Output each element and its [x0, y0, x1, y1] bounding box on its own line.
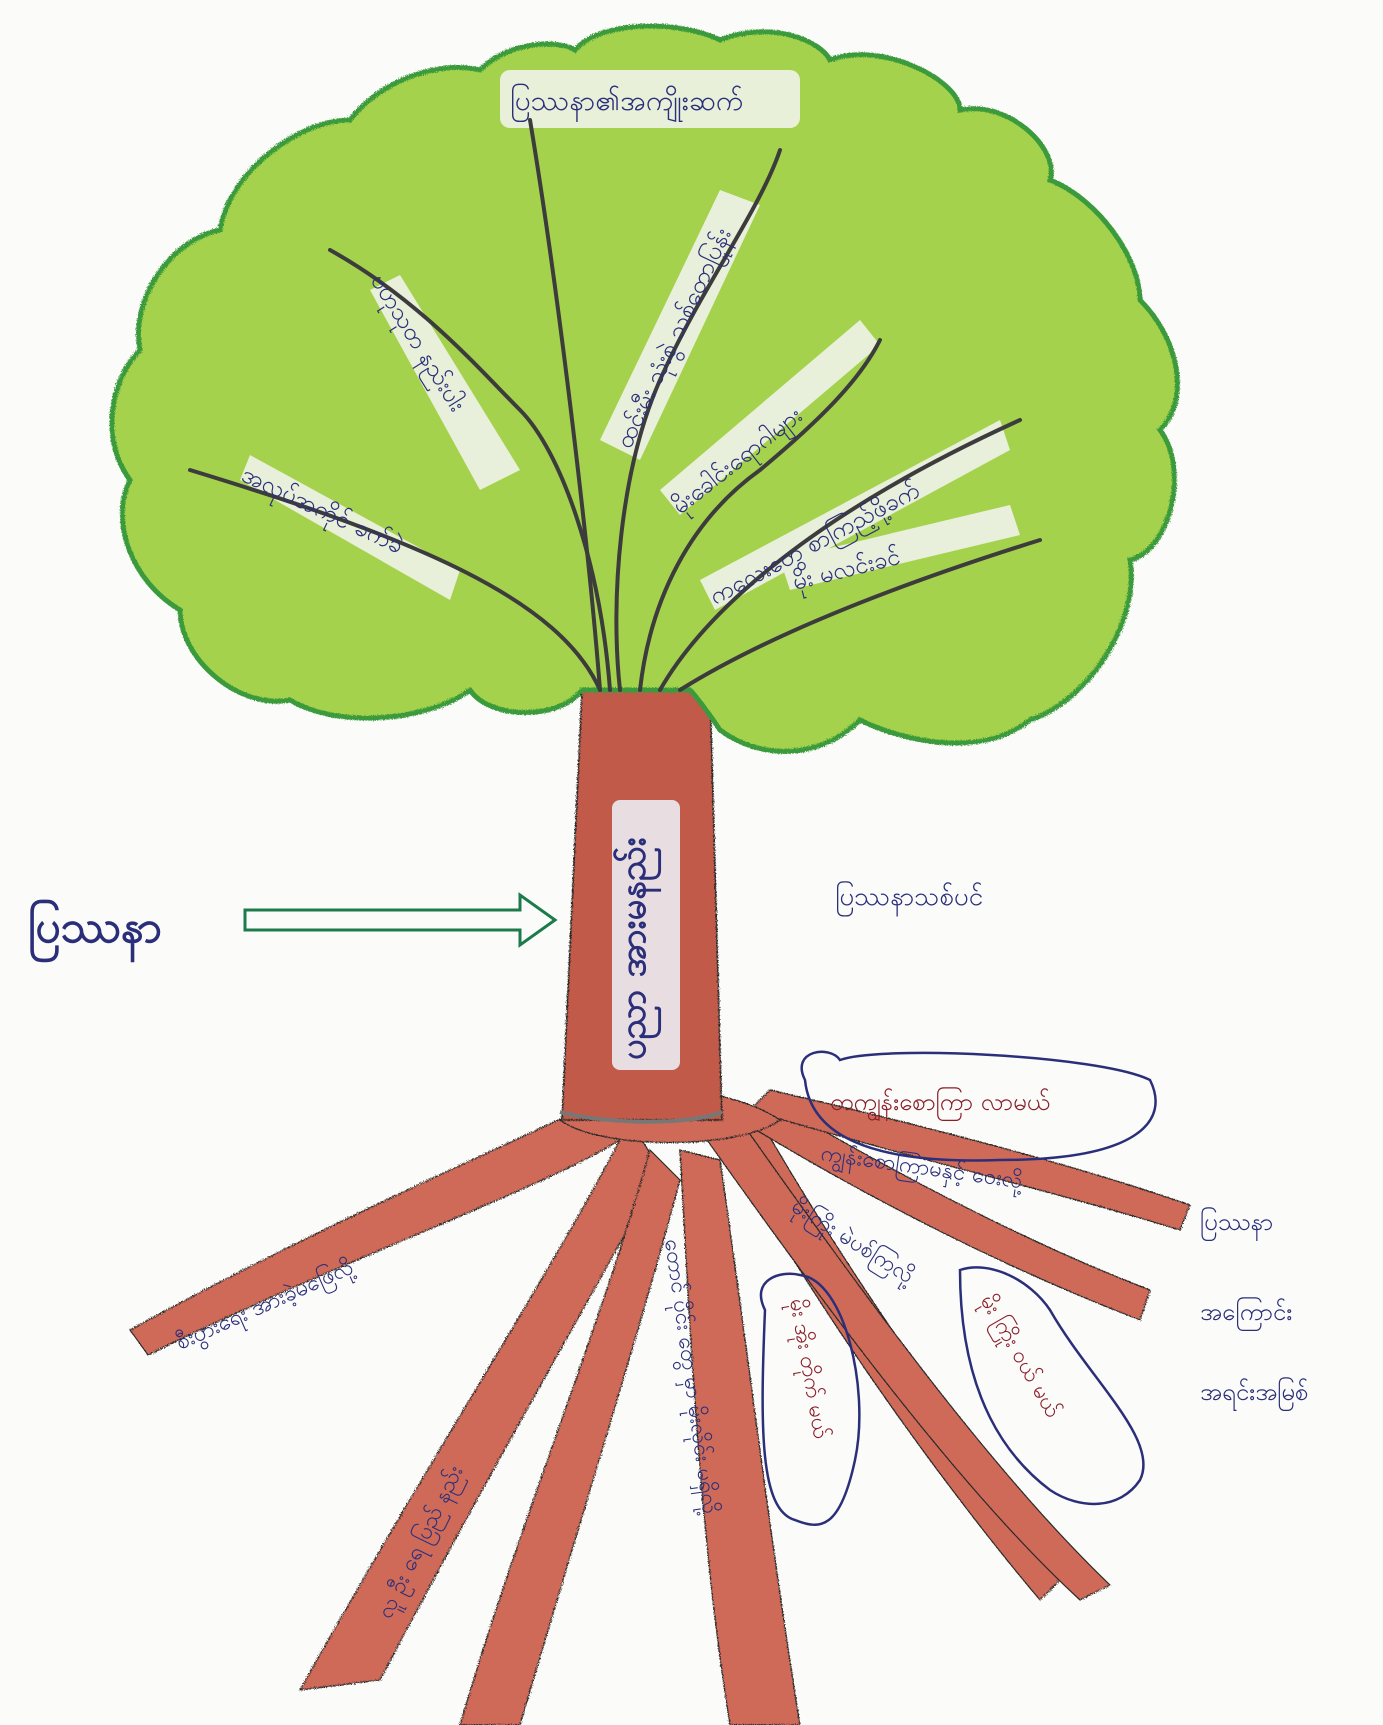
cause-5: မိုး အိုး တိုက် မယ် — [780, 1297, 834, 1442]
roots — [130, 1090, 1190, 1725]
causes-label-line-2: အကြောင်း — [1200, 1296, 1292, 1331]
causes-label-line-1: ပြဿနာ — [1200, 1206, 1273, 1241]
arrow — [245, 895, 555, 945]
title-text: ပြဿနာ — [28, 900, 162, 963]
cause-4: မိုး ကြိုး ဝယ် မယ် — [971, 1290, 1067, 1425]
causes-label-line-3: အရင်းအမြစ် — [1200, 1376, 1309, 1411]
canopy-header-text: ပြဿနာ၏အကျိုးဆက် — [510, 82, 744, 123]
problem-tree-label: ပြဿနာသစ်ပင် — [835, 879, 983, 917]
